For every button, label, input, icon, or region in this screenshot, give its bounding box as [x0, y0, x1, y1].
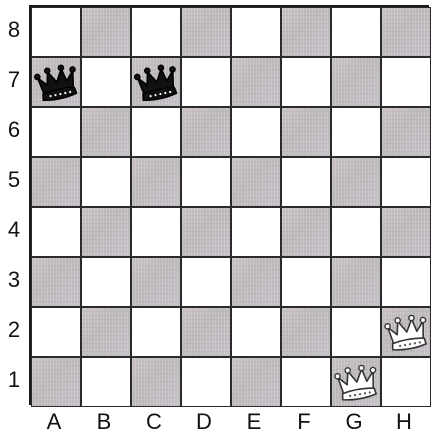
square-b7[interactable] [81, 57, 131, 107]
square-a6[interactable] [31, 107, 81, 157]
rank-label-8: 8 [0, 5, 28, 55]
square-h4[interactable] [381, 207, 431, 257]
square-h7[interactable] [381, 57, 431, 107]
square-f5[interactable] [281, 157, 331, 207]
square-c6[interactable] [131, 107, 181, 157]
square-d1[interactable] [181, 357, 231, 407]
square-f4[interactable] [281, 207, 331, 257]
square-a7[interactable] [31, 57, 81, 107]
square-f7[interactable] [281, 57, 331, 107]
rank-label-4: 4 [0, 205, 28, 255]
square-f1[interactable] [281, 357, 331, 407]
square-e1[interactable] [231, 357, 281, 407]
square-e3[interactable] [231, 257, 281, 307]
file-label-f: F [279, 405, 329, 439]
file-label-a: A [29, 405, 79, 439]
file-label-d: D [179, 405, 229, 439]
square-c4[interactable] [131, 207, 181, 257]
square-f3[interactable] [281, 257, 331, 307]
file-label-c: C [129, 405, 179, 439]
rank-label-3: 3 [0, 255, 28, 305]
square-d6[interactable] [181, 107, 231, 157]
square-g6[interactable] [331, 107, 381, 157]
square-f8[interactable] [281, 7, 331, 57]
square-b4[interactable] [81, 207, 131, 257]
square-e5[interactable] [231, 157, 281, 207]
rank-label-1: 1 [0, 355, 28, 405]
square-d8[interactable] [181, 7, 231, 57]
square-d3[interactable] [181, 257, 231, 307]
square-h2[interactable] [381, 307, 431, 357]
square-h1[interactable] [381, 357, 431, 407]
square-e2[interactable] [231, 307, 281, 357]
square-g2[interactable] [331, 307, 381, 357]
square-a8[interactable] [31, 7, 81, 57]
square-c7[interactable] [131, 57, 181, 107]
square-h6[interactable] [381, 107, 431, 157]
square-b6[interactable] [81, 107, 131, 157]
square-c3[interactable] [131, 257, 181, 307]
square-g1[interactable] [331, 357, 381, 407]
square-g5[interactable] [331, 157, 381, 207]
square-a5[interactable] [31, 157, 81, 207]
square-g7[interactable] [331, 57, 381, 107]
file-label-h: H [379, 405, 429, 439]
square-e7[interactable] [231, 57, 281, 107]
rank-label-5: 5 [0, 155, 28, 205]
square-g8[interactable] [331, 7, 381, 57]
square-e4[interactable] [231, 207, 281, 257]
square-c2[interactable] [131, 307, 181, 357]
square-d4[interactable] [181, 207, 231, 257]
square-e6[interactable] [231, 107, 281, 157]
square-d5[interactable] [181, 157, 231, 207]
square-h8[interactable] [381, 7, 431, 57]
square-d7[interactable] [181, 57, 231, 107]
square-f2[interactable] [281, 307, 331, 357]
square-a1[interactable] [31, 357, 81, 407]
file-label-g: G [329, 405, 379, 439]
square-g4[interactable] [331, 207, 381, 257]
square-c8[interactable] [131, 7, 181, 57]
square-g3[interactable] [331, 257, 381, 307]
square-a3[interactable] [31, 257, 81, 307]
rank-label-2: 2 [0, 305, 28, 355]
square-e8[interactable] [231, 7, 281, 57]
square-b3[interactable] [81, 257, 131, 307]
square-b8[interactable] [81, 7, 131, 57]
file-label-b: B [79, 405, 129, 439]
square-f6[interactable] [281, 107, 331, 157]
rank-label-7: 7 [0, 55, 28, 105]
file-label-e: E [229, 405, 279, 439]
square-b1[interactable] [81, 357, 131, 407]
square-b5[interactable] [81, 157, 131, 207]
square-h3[interactable] [381, 257, 431, 307]
chessboard [29, 5, 429, 405]
square-c5[interactable] [131, 157, 181, 207]
square-d2[interactable] [181, 307, 231, 357]
rank-label-6: 6 [0, 105, 28, 155]
square-c1[interactable] [131, 357, 181, 407]
square-h5[interactable] [381, 157, 431, 207]
square-b2[interactable] [81, 307, 131, 357]
square-a4[interactable] [31, 207, 81, 257]
square-a2[interactable] [31, 307, 81, 357]
